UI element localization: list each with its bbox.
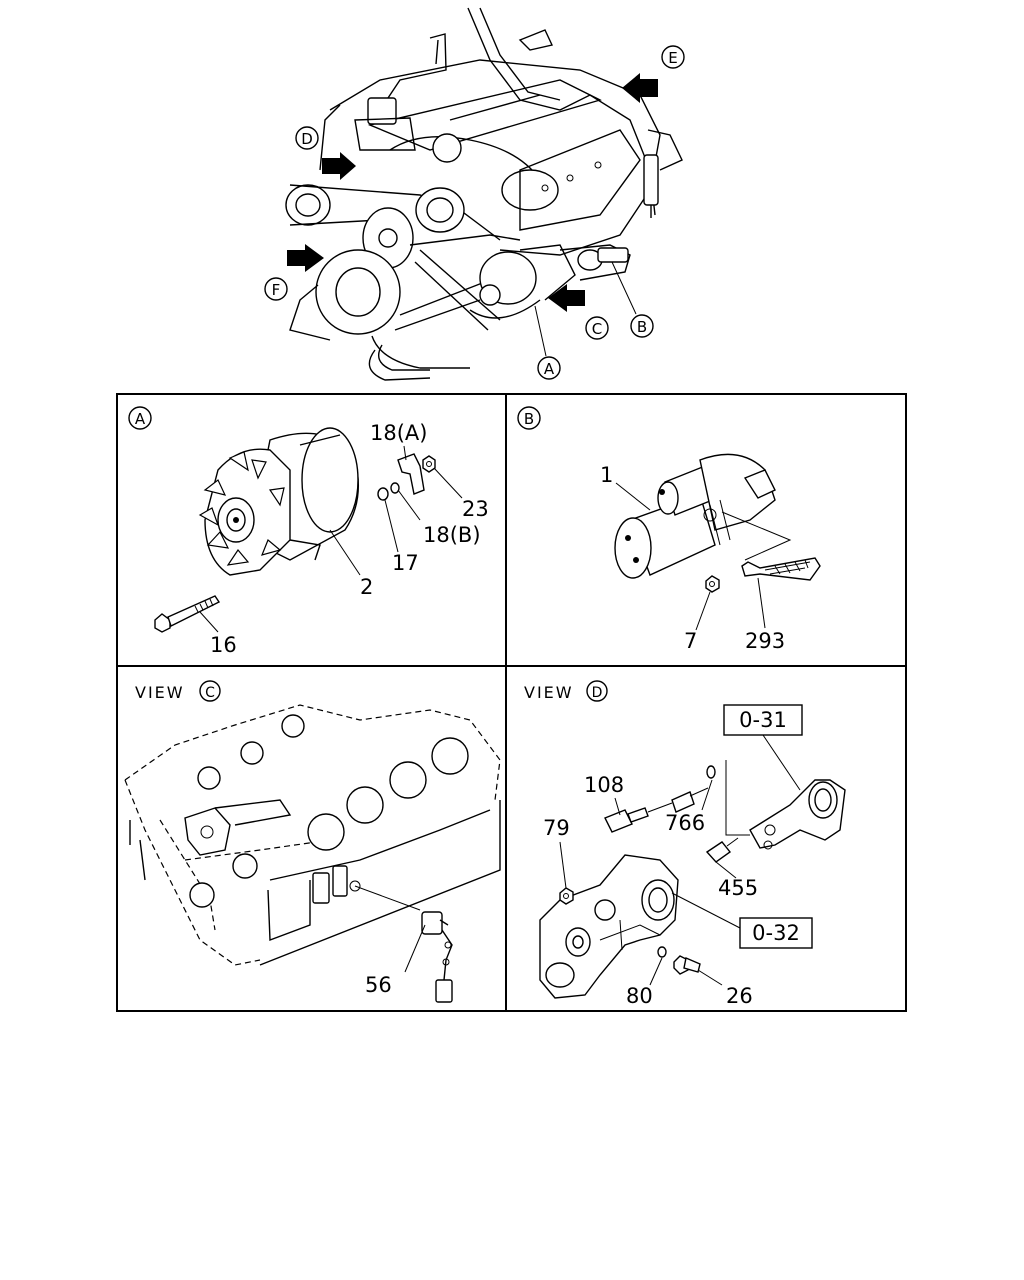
svg-text:B: B — [637, 318, 647, 336]
label-17: 17 — [392, 551, 419, 575]
panel-a-marker: A — [128, 406, 152, 430]
svg-text:B: B — [524, 410, 534, 428]
panel-a: A — [128, 406, 489, 657]
sensor-108 — [604, 802, 673, 833]
callout-e: E — [661, 45, 685, 69]
svg-text:A: A — [544, 360, 555, 378]
callout-a: A — [534, 305, 561, 380]
label-79: 79 — [543, 816, 570, 840]
svg-text:0-31: 0-31 — [739, 708, 787, 732]
callout-d: D — [295, 126, 319, 150]
ref-box-0-31: 0-31 — [723, 704, 803, 736]
svg-text:C: C — [205, 685, 215, 701]
panel-grid — [116, 393, 907, 1012]
label-80: 80 — [626, 984, 653, 1008]
label-18b: 18(B) — [423, 523, 481, 547]
alternator-illustration — [198, 427, 360, 576]
washer-17 — [377, 487, 389, 501]
label-16: 16 — [210, 633, 237, 657]
label-1: 1 — [600, 463, 613, 487]
callout-c: C — [585, 316, 609, 340]
panel-d-marker: D — [586, 680, 608, 702]
nut-23 — [422, 455, 436, 473]
label-23: 23 — [462, 497, 489, 521]
cylinder-block-illustration — [124, 704, 501, 966]
panel-c-marker: C — [199, 680, 221, 702]
washer-18b — [390, 482, 400, 494]
label-7: 7 — [684, 629, 697, 653]
view-d-text: VIEW — [524, 683, 574, 702]
starter-motor-illustration — [614, 453, 776, 579]
label-56: 56 — [365, 973, 392, 997]
svg-text:A: A — [135, 410, 146, 428]
label-18a: 18(A) — [370, 421, 427, 445]
sensor-766 — [671, 765, 716, 813]
svg-text:E: E — [668, 49, 677, 67]
panel-c: VIEW C — [124, 680, 501, 1003]
bolt-26 — [673, 955, 701, 975]
svg-text:F: F — [272, 281, 281, 299]
water-outlet-illustration — [725, 760, 846, 850]
thermostat-housing-illustration — [539, 854, 679, 999]
arrow-e-icon — [622, 73, 658, 103]
callout-f: F — [264, 277, 288, 301]
panel-b: B 1 7 293 — [517, 406, 821, 653]
bracket-18a — [397, 453, 425, 495]
engine-overview-illustration — [285, 7, 683, 381]
label-26: 26 — [726, 984, 753, 1008]
label-455: 455 — [718, 876, 758, 900]
bolt-16 — [154, 595, 221, 633]
arrow-c-icon — [548, 284, 585, 312]
ref-box-0-32: 0-32 — [739, 917, 813, 949]
label-766: 766 — [665, 811, 705, 835]
svg-text:D: D — [301, 130, 313, 148]
cable-293 — [721, 511, 821, 581]
view-arrows — [287, 73, 658, 312]
label-2: 2 — [360, 575, 373, 599]
nut-79 — [559, 887, 574, 905]
label-293: 293 — [745, 629, 785, 653]
svg-text:0-32: 0-32 — [752, 921, 800, 945]
panel-b-marker: B — [517, 406, 541, 430]
arrow-d-icon — [322, 152, 356, 180]
label-108: 108 — [584, 773, 624, 797]
callout-b: B — [611, 261, 654, 338]
nut-7 — [705, 575, 720, 593]
sensor-455 — [705, 837, 739, 863]
svg-text:D: D — [592, 685, 603, 701]
panel-d: VIEW D 0-31 — [524, 680, 846, 1008]
view-c-text: VIEW — [135, 683, 185, 702]
arrow-f-icon — [287, 244, 324, 272]
sensor-56 — [421, 911, 453, 1003]
svg-text:C: C — [592, 320, 602, 338]
washer-80 — [657, 946, 667, 958]
